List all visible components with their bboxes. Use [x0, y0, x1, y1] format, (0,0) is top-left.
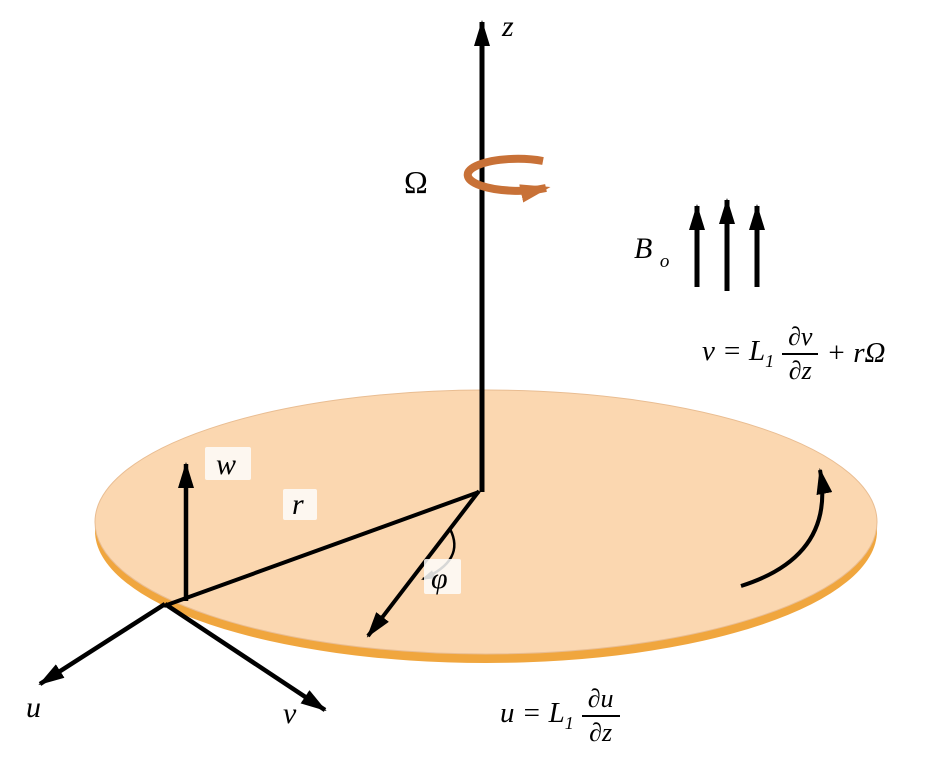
equation-v-slip: v = L1 ∂v ∂z + rΩ — [702, 322, 886, 386]
equation-v-lead-text: v = L — [702, 335, 766, 368]
equation-u-lead-text: u = L — [500, 697, 565, 730]
equation-u-fraction: ∂u ∂z — [581, 684, 620, 748]
phi-label-box — [424, 559, 461, 594]
equation-v-numerator: ∂v — [782, 322, 819, 355]
equation-v-subscript: 1 — [765, 351, 775, 372]
r-radius-line — [163, 490, 480, 608]
phi-direction-arrow — [366, 489, 481, 638]
phi-label: φ — [431, 562, 448, 595]
w-label-box — [205, 447, 251, 480]
b-field-subscript: o — [660, 251, 670, 272]
equation-u-lead: u = L1 — [500, 697, 574, 734]
equation-u-slip: u = L1 ∂u ∂z — [500, 684, 620, 748]
equation-v-denominator: ∂z — [788, 355, 812, 385]
b-field-label: B o — [634, 232, 669, 272]
omega-rotation-arrow — [463, 154, 551, 203]
equation-u-subscript: 1 — [564, 713, 574, 734]
equation-v-lead: v = L1 — [702, 335, 774, 372]
b-field-symbol: B — [634, 232, 652, 265]
disk-rotation-arrow — [740, 468, 833, 588]
omega-label: Ω — [404, 164, 428, 200]
v-axis-label: v — [283, 697, 297, 730]
disk-surface — [94, 389, 878, 655]
u-axis-arrow — [38, 602, 167, 686]
equation-u-numerator: ∂u — [581, 684, 620, 717]
r-label-box — [283, 489, 317, 520]
v-axis-arrow — [163, 602, 327, 712]
equation-v-fraction: ∂v ∂z — [782, 322, 819, 386]
z-axis-label: z — [501, 10, 514, 43]
u-axis-label: u — [26, 691, 41, 724]
equation-u-denominator: ∂z — [589, 717, 613, 747]
w-axis-label: w — [216, 448, 236, 481]
r-label: r — [292, 488, 304, 521]
equation-v-tail: + rΩ — [826, 337, 886, 370]
